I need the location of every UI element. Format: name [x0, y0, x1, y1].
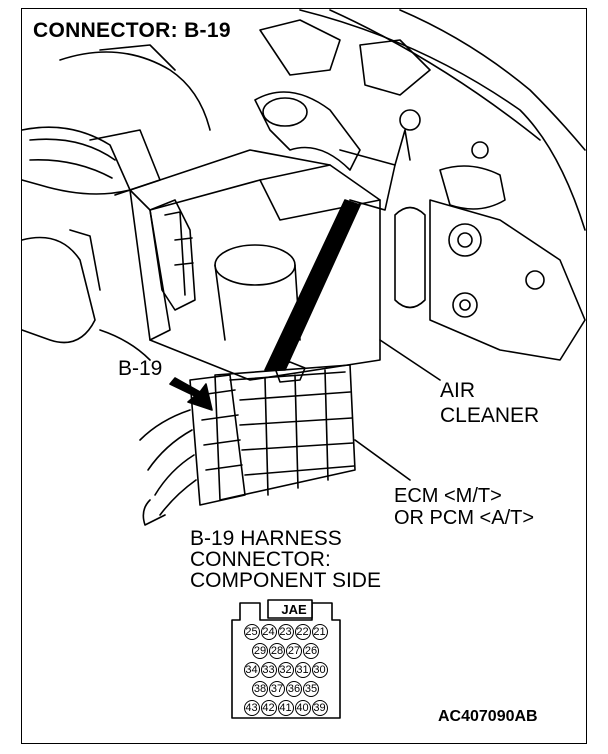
diagram-title: CONNECTOR: B-19: [33, 19, 231, 42]
connector-pin-22: 22: [294, 624, 311, 640]
ecm-unit: [214, 364, 356, 501]
reservoir: [394, 206, 426, 309]
harness-label-line1: B-19 HARNESS: [190, 527, 342, 550]
connector-pin-42: 42: [260, 700, 277, 716]
connector-pin-25: 25: [243, 624, 260, 640]
connector-pin-28: 28: [269, 643, 285, 659]
b19-connector-body: [189, 374, 246, 506]
connector-pin-38: 38: [252, 681, 268, 697]
right-bracket: [429, 199, 586, 361]
air-cleaner-label-line1: AIR: [440, 379, 476, 402]
ecm-leader: [354, 439, 411, 481]
ecm-label-line2: OR PCM <A/T>: [394, 507, 535, 529]
intake-duct: [254, 91, 361, 171]
b19-pointer-label: B-19: [118, 357, 163, 380]
air-cleaner-label-line2: CLEANER: [440, 404, 540, 427]
connector-pin-33: 33: [260, 662, 277, 678]
connector-pin-34: 34: [243, 662, 260, 678]
connector-face-outline: [231, 602, 341, 719]
connector-pin-32: 32: [277, 662, 294, 678]
connector-pin-31: 31: [294, 662, 311, 678]
connector-pin-39: 39: [311, 700, 328, 716]
leader-wedge: [264, 199, 361, 371]
b19-arrow: [169, 377, 213, 411]
connector-pin-29: 29: [252, 643, 268, 659]
connector-pin-21: 21: [311, 624, 328, 640]
connector-pin-24: 24: [260, 624, 277, 640]
connector-pin-27: 27: [286, 643, 302, 659]
connector-pin-23: 23: [277, 624, 294, 640]
air-cleaner-leader: [379, 339, 441, 381]
air-outlet: [214, 244, 296, 286]
harness-label-line3: COMPONENT SIDE: [190, 569, 381, 592]
air-cleaner-box: [129, 149, 381, 381]
connector-pin-41: 41: [277, 700, 294, 716]
connector-pin-26: 26: [303, 643, 319, 659]
connector-pin-35: 35: [303, 681, 319, 697]
connector-maker-label: JAE: [281, 602, 307, 617]
connector-pin-36: 36: [286, 681, 302, 697]
drawing-code: AC407090AB: [438, 708, 538, 725]
fender-line: [299, 9, 586, 231]
diagram-frame: [21, 8, 587, 744]
connector-pin-40: 40: [294, 700, 311, 716]
ecm-label-line1: ECM <M/T>: [394, 485, 502, 507]
connector-pin-30: 30: [311, 662, 328, 678]
connector-pin-37: 37: [269, 681, 285, 697]
harness-label-line2: CONNECTOR:: [190, 548, 331, 571]
connector-pin-43: 43: [243, 700, 260, 716]
